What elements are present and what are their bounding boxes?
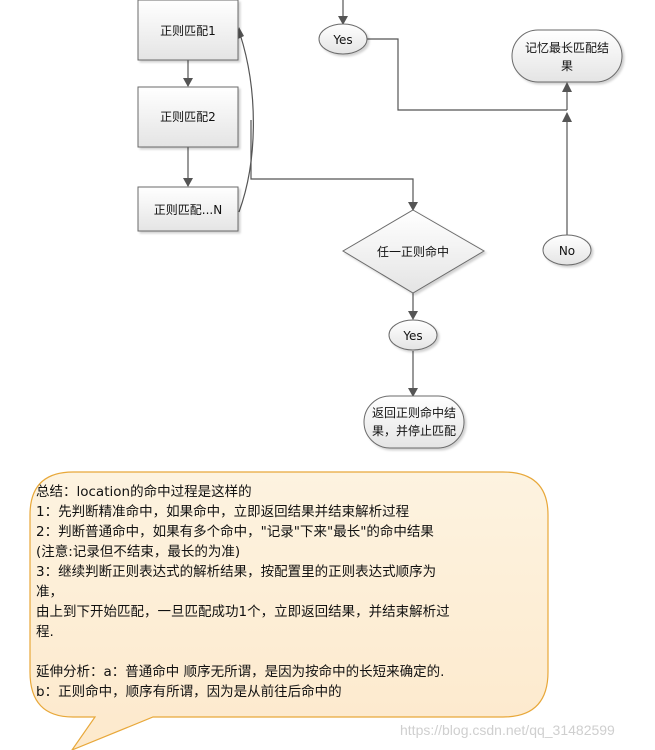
- callout-line: b：正则命中，顺序有所谓，因为是从前往后命中的: [36, 684, 342, 700]
- return-node: [363, 395, 465, 449]
- label-yes-top: Yes: [332, 33, 352, 47]
- label-return-line2: 果，并停止匹配: [372, 423, 456, 438]
- callout-text: 总结：location的命中过程是这样的 1：先判断精准命中，如果命中，立即返回…: [36, 482, 536, 702]
- callout-line: 延伸分析：a：普通命中 顺序无所谓，是因为按命中的长短来确定的.: [36, 664, 445, 680]
- watermark: https://blog.csdn.net/qq_31482599: [400, 722, 615, 738]
- callout-line: 3：继续判断正则表达式的解析结果，按配置里的正则表达式顺序为: [36, 564, 437, 580]
- callout-line: 由上到下开始匹配，一旦匹配成功1个，立即返回结果，并结束解析过: [36, 604, 450, 620]
- arrowhead-decision: [408, 202, 418, 211]
- connector-loop-back: [238, 33, 254, 213]
- connector-yes-to-remember: [367, 38, 567, 111]
- callout-line: 程.: [36, 624, 54, 640]
- arrowhead-return: [408, 388, 418, 397]
- no-node: [542, 234, 592, 266]
- process-box-regex2: [137, 86, 239, 148]
- callout-line: (注意:记录但不结束，最长的为准): [36, 544, 241, 560]
- process-box-regexN: [137, 186, 239, 232]
- label-regex1: 正则匹配1: [160, 24, 216, 38]
- arrowhead-regexN: [183, 178, 193, 187]
- yes-bottom-node: [388, 319, 438, 351]
- arrowhead-yes-bottom: [408, 311, 418, 320]
- label-return-line1: 返回正则命中结: [372, 405, 456, 420]
- arrowhead-regex2: [183, 78, 193, 87]
- connector-to-decision: [250, 120, 414, 210]
- callout-line: 准，: [36, 584, 63, 600]
- arrowhead-yes-top: [338, 16, 348, 25]
- callout-line: 总结：location的命中过程是这样的: [36, 484, 252, 500]
- label-remember-line2: 果: [561, 59, 573, 73]
- yes-top-node: [318, 23, 368, 55]
- label-decision: 任一正则命中: [377, 244, 449, 259]
- label-no: No: [559, 244, 575, 258]
- callout-bubble: [29, 471, 549, 750]
- arrowhead-remember: [562, 82, 572, 92]
- label-regex2: 正则匹配2: [160, 110, 216, 124]
- arrowhead-no-up: [562, 112, 572, 122]
- label-yes-bottom: Yes: [402, 329, 422, 343]
- label-remember-line1: 记忆最长匹配结: [525, 41, 609, 55]
- label-regexN: 正则匹配...N: [154, 203, 222, 217]
- callout-line: 1：先判断精准命中，如果命中，立即返回结果并结束解析过程: [36, 504, 410, 520]
- decision-node: [342, 209, 485, 294]
- remember-node: [511, 29, 623, 83]
- callout-line: [36, 642, 536, 662]
- process-box-regex1: [137, 0, 239, 61]
- callout-line: 2：判断普通命中，如果有多个命中，"记录"下来"最长"的命中结果: [36, 524, 434, 540]
